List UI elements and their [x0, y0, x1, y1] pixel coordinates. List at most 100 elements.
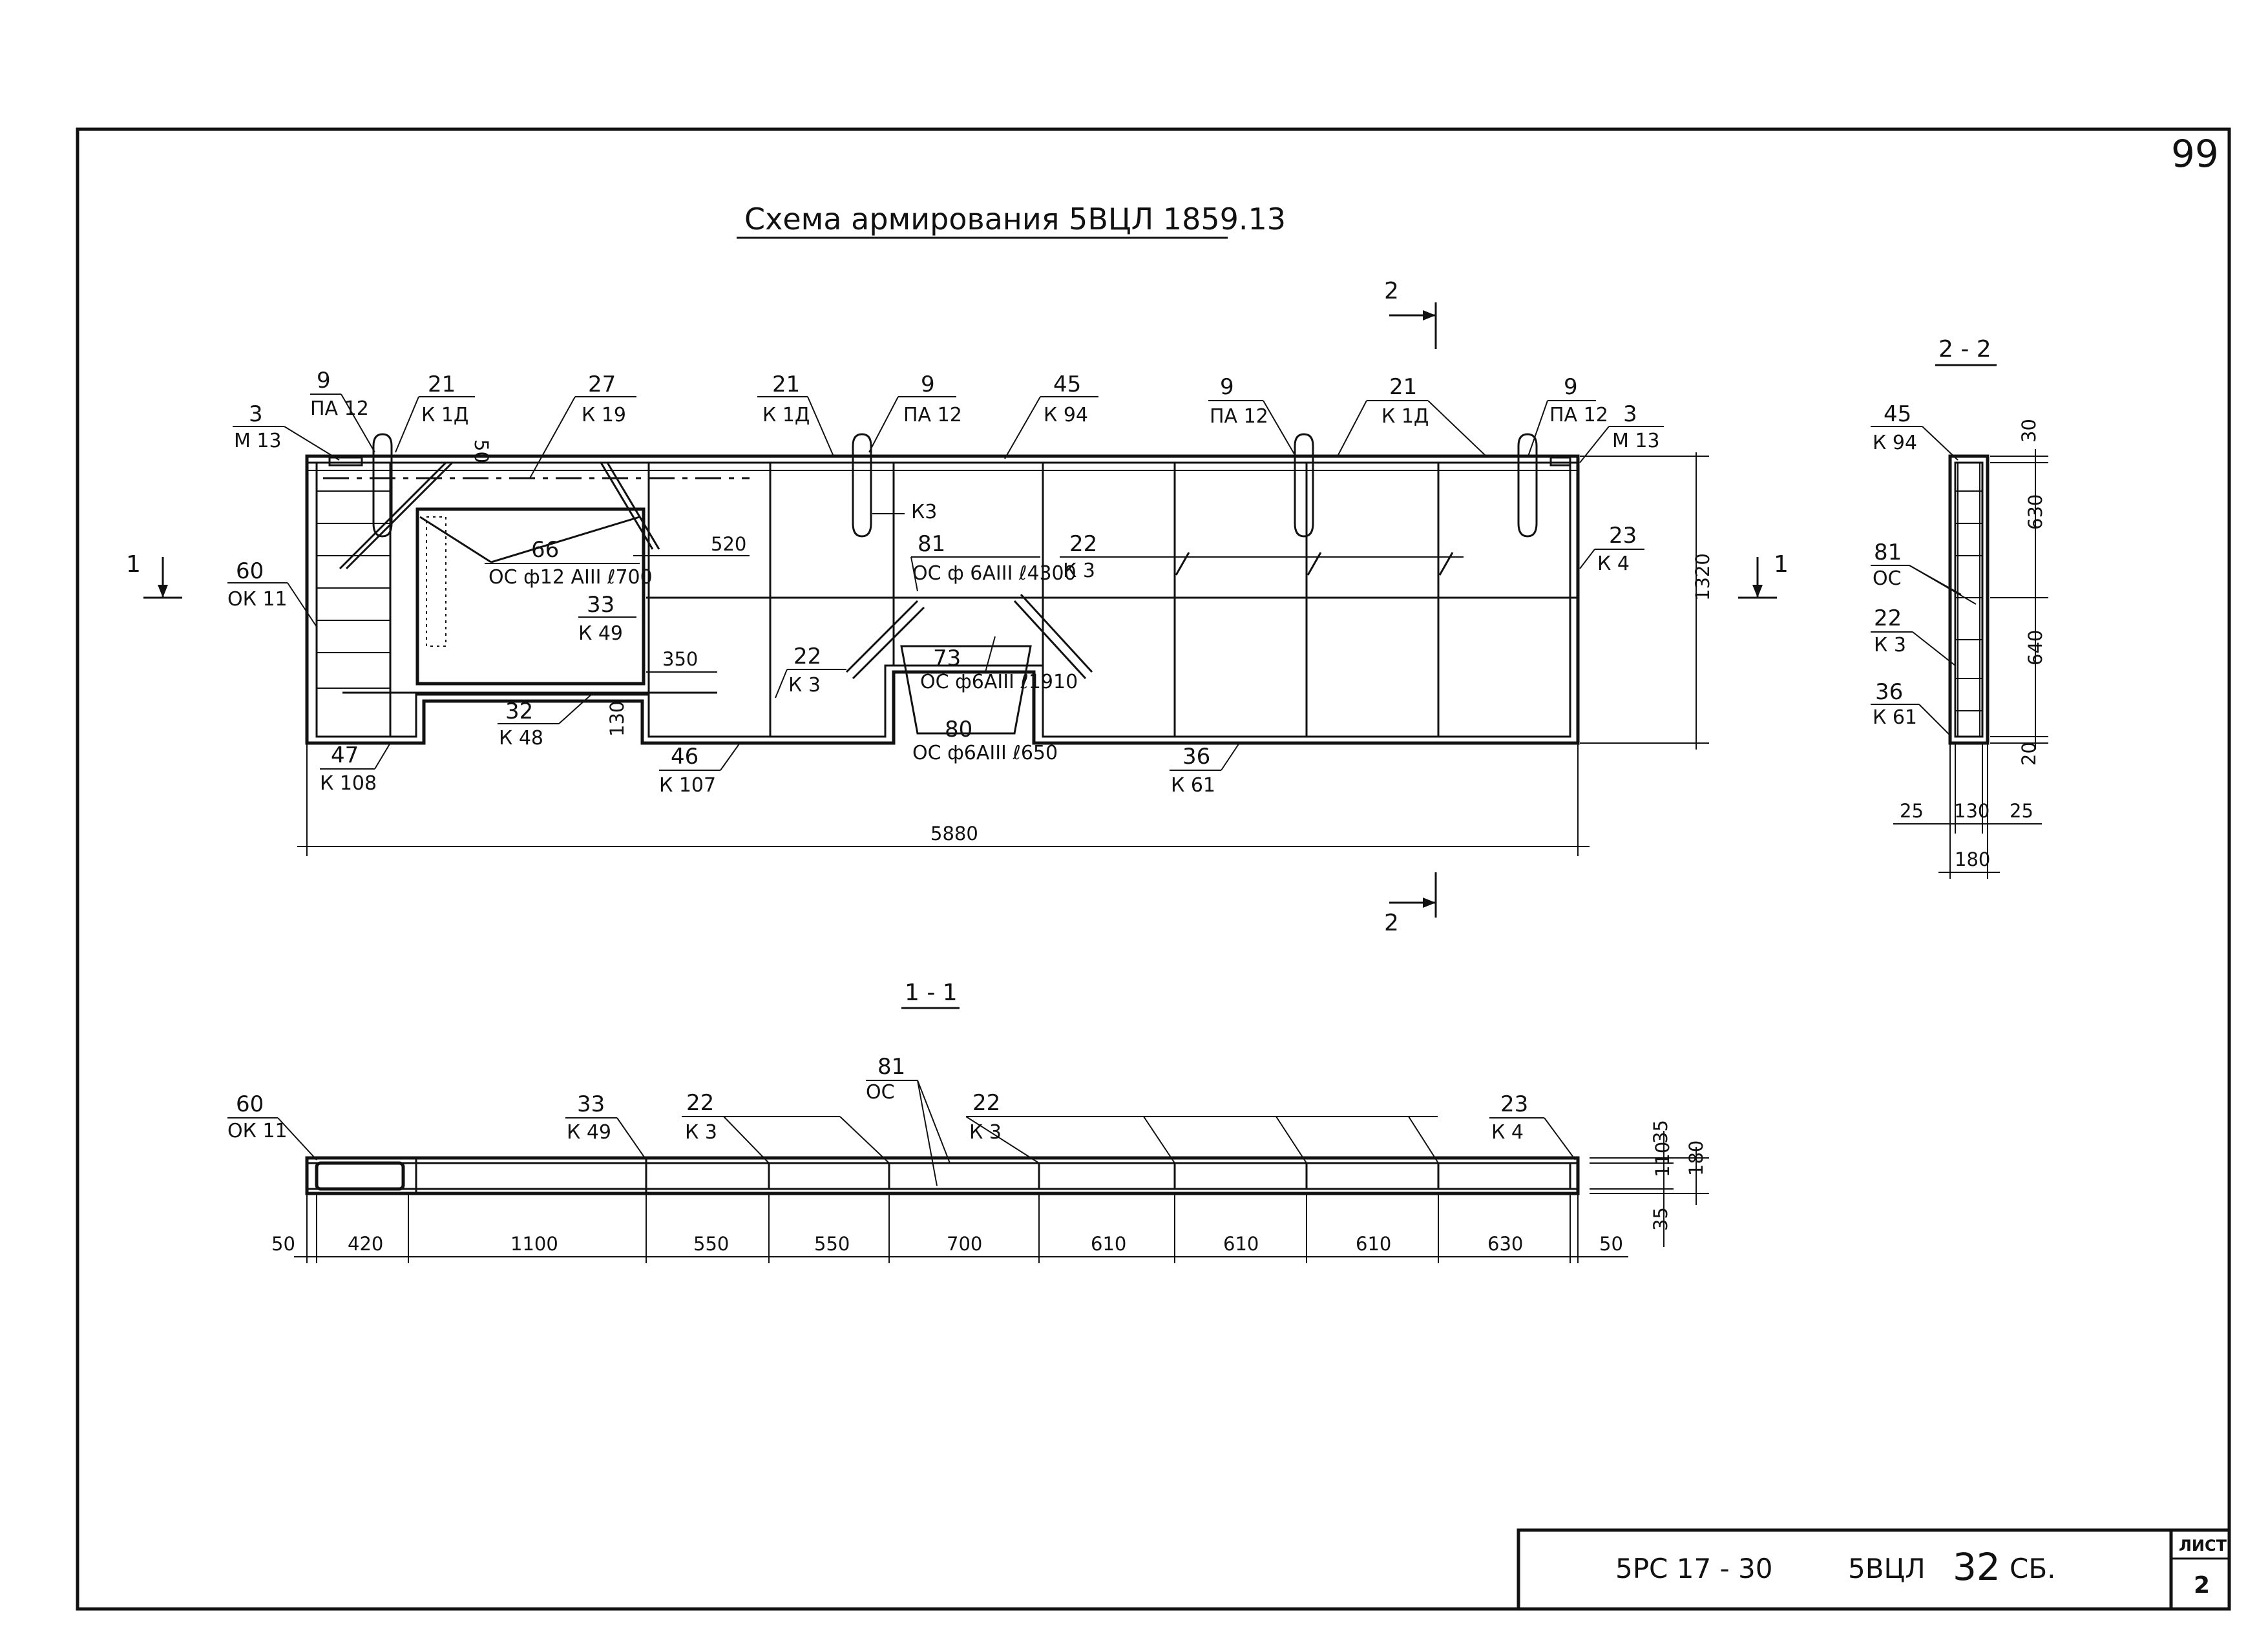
hatch-area: [426, 516, 446, 647]
svg-text:27: 27: [588, 372, 616, 397]
svg-text:К 3: К 3: [1063, 560, 1095, 582]
section-inner: [1954, 461, 1984, 738]
svg-text:ПА 12: ПА 12: [903, 404, 962, 426]
svg-text:К 49: К 49: [578, 622, 623, 645]
callout: 22 К 3: [1871, 605, 1956, 666]
svg-text:К 1Д: К 1Д: [421, 404, 468, 426]
svg-text:ОК 11: ОК 11: [227, 1120, 288, 1142]
callout: 60 ОК 11: [227, 558, 317, 627]
svg-text:36: 36: [1182, 744, 1210, 770]
svg-text:33: 33: [587, 592, 614, 618]
svg-text:66: 66: [531, 537, 559, 563]
opening-bar: [900, 645, 1032, 735]
svg-text:47: 47: [331, 742, 359, 768]
svg-text:М 13: М 13: [1612, 430, 1660, 452]
sheet-label: ЛИСТ: [2179, 1537, 2227, 1555]
svg-text:45: 45: [1884, 401, 1911, 427]
callout: 45 К 94: [1871, 401, 1958, 461]
dim-610-b: 610: [1223, 1233, 1259, 1255]
callout: 22 К 3: [1060, 531, 1464, 582]
window-opening: [415, 507, 646, 686]
callout: 60 ОК 11: [227, 1091, 317, 1161]
svg-text:К 108: К 108: [320, 772, 377, 795]
callout: 23 К 4: [1579, 523, 1644, 575]
diagonal-bar: [845, 600, 919, 673]
dim-630: 630: [2024, 494, 2046, 530]
svg-text:23: 23: [1500, 1091, 1528, 1117]
title-block: 5РС 17 - 30 5ВЦЛ 32 СБ. ЛИСТ 2: [1517, 1528, 2231, 1611]
dim-610-a: 610: [1091, 1233, 1126, 1255]
dim-25-right: 25: [2010, 800, 2033, 822]
callout: 36 К 61: [1871, 679, 1952, 737]
diagonal-bar: [490, 516, 640, 563]
svg-text:К 3: К 3: [969, 1121, 1002, 1144]
callout: 81 ОС: [1871, 540, 1977, 605]
title-block-frame: [1517, 1528, 2231, 1611]
svg-text:3: 3: [1623, 401, 1637, 427]
svg-text:ОС: ОС: [866, 1081, 895, 1104]
svg-text:36: 36: [1875, 679, 1903, 705]
embedded-plate: [1549, 456, 1571, 467]
svg-text:К 1Д: К 1Д: [1381, 405, 1429, 428]
svg-text:К 3: К 3: [685, 1121, 717, 1144]
svg-text:60: 60: [236, 1091, 264, 1117]
svg-text:К 107: К 107: [659, 774, 716, 797]
bar-tick: [1307, 552, 1322, 576]
diagonal-bar: [852, 606, 925, 680]
section-mark-left: 1: [126, 551, 141, 578]
diagonal-bar: [1013, 600, 1087, 680]
section-cell: [315, 1161, 405, 1191]
product-number: 32: [1953, 1545, 2000, 1589]
dim-130: 130: [1954, 800, 1990, 822]
svg-text:К 94: К 94: [1044, 404, 1088, 426]
svg-text:81: 81: [1874, 540, 1902, 565]
section-arrow-head: [1423, 310, 1436, 320]
bar-tick: [1175, 552, 1190, 576]
section-outline: [305, 1156, 1580, 1195]
section-cell: [1437, 1162, 1571, 1190]
callout: 80 ОС ф6АIII ℓ650: [912, 717, 1058, 764]
callout: 47 К 108: [320, 742, 391, 795]
svg-text:22: 22: [686, 1090, 714, 1116]
svg-text:ПА 12: ПА 12: [1549, 404, 1608, 426]
dim-420: 420: [348, 1233, 383, 1255]
svg-text:К 49: К 49: [567, 1121, 611, 1144]
svg-text:ОС ф6АIII ℓ1910: ОС ф6АIII ℓ1910: [920, 671, 1078, 693]
dim-20: 20: [2018, 742, 2040, 766]
lifting-loop: [1294, 433, 1314, 538]
dim-550-b: 550: [814, 1233, 850, 1255]
dim-630: 630: [1487, 1233, 1523, 1255]
bar-tick: [1438, 552, 1454, 576]
svg-text:21: 21: [1389, 374, 1417, 400]
dim-35-top: 35: [1650, 1120, 1672, 1144]
drawing-title: Схема армирования 5ВЦЛ 1859.13: [744, 202, 1286, 236]
embedded-plate: [328, 456, 363, 467]
svg-text:ОС ф6АIII ℓ650: ОС ф6АIII ℓ650: [912, 742, 1058, 764]
section-arrow-head: [1423, 898, 1436, 908]
svg-text:9: 9: [921, 372, 935, 397]
section-1-1-title: 1 - 1: [905, 980, 958, 1006]
callout: 21 К 1Д: [757, 372, 834, 457]
svg-text:73: 73: [933, 646, 961, 671]
svg-text:22: 22: [1874, 605, 1902, 631]
lifting-loop: [1517, 433, 1538, 538]
callout: 21 К 1Д: [1337, 374, 1487, 457]
svg-text:ОС: ОС: [1873, 567, 1902, 590]
svg-text:К 4: К 4: [1491, 1121, 1524, 1144]
dim-5880: 5880: [930, 823, 978, 845]
callout: 32 К 48: [498, 694, 592, 750]
svg-text:К 3: К 3: [788, 674, 821, 697]
svg-text:3: 3: [249, 401, 263, 427]
callout: 21 К 1Д: [395, 372, 475, 453]
callout: 9 ПА 12: [868, 372, 962, 453]
section-cell: [1305, 1162, 1440, 1190]
diagonal-bar: [339, 461, 447, 570]
section-cell: [1038, 1162, 1176, 1190]
section-cell: [768, 1162, 890, 1190]
svg-text:60: 60: [236, 558, 264, 584]
section-cell: [1173, 1162, 1308, 1190]
callout: 33 К 49: [565, 1091, 647, 1161]
dim-110: 110: [1652, 1142, 1674, 1177]
elevation-view: 1 1 2 2 9 ПА 12 21 К 1Д: [126, 278, 1789, 936]
lifting-loop: [852, 433, 872, 538]
